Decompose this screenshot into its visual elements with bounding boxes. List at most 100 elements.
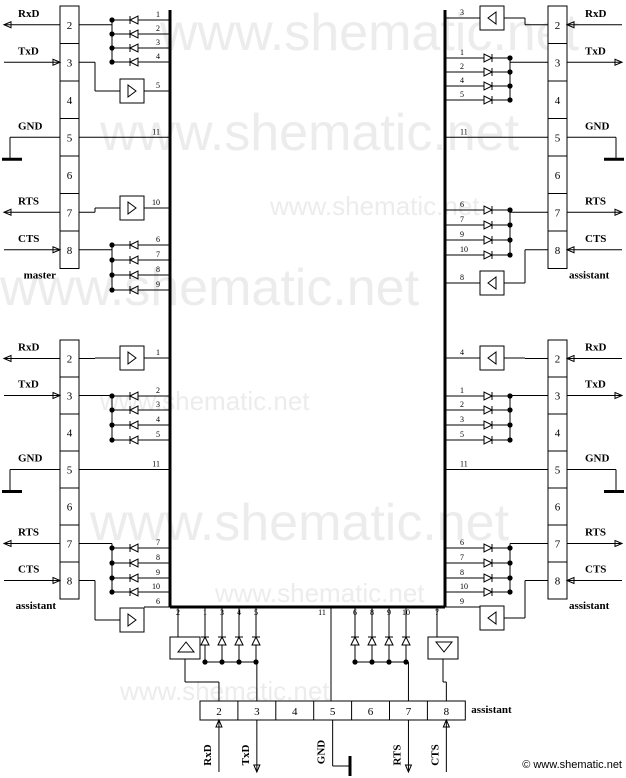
bus-number: 4 (460, 348, 464, 357)
watermark-text: www.shematic.net (159, 4, 580, 62)
connector-pin-number: 5 (555, 465, 561, 477)
diode-icon (128, 240, 139, 250)
diode-icon (128, 43, 139, 53)
diode-icon (350, 635, 360, 646)
connector-pin-number: 4 (555, 428, 561, 440)
bus-number: 7 (156, 250, 160, 259)
watermark-text: www.shematic.net (269, 191, 480, 221)
bus-number: 3 (220, 608, 224, 617)
signal-label: TxD (240, 745, 252, 766)
driver-box (427, 636, 459, 660)
signal-label: RxD (18, 8, 39, 20)
driver-box (479, 5, 505, 31)
bus-number: 11 (152, 460, 160, 469)
arrow-icon (52, 391, 62, 400)
connector-pin-number: 4 (67, 428, 73, 440)
connector-pin-number: 3 (555, 391, 561, 403)
diode-icon (217, 635, 227, 646)
bus-number: 5 (460, 90, 464, 99)
connector-pin-number: 2 (67, 20, 73, 32)
arrow-icon (614, 391, 624, 400)
bus-number: 11 (460, 460, 468, 469)
arrow-icon (614, 539, 624, 548)
signal-label: RxD (585, 342, 606, 354)
connector-pin-number: 8 (67, 245, 73, 257)
connector-pin-number: 6 (555, 170, 561, 182)
signal-label: RTS (585, 527, 606, 539)
driver-box (479, 605, 505, 631)
arrow-icon (215, 718, 223, 728)
arrow-icon (52, 58, 62, 67)
driver-box (119, 607, 145, 633)
bus-number: 3 (156, 38, 160, 47)
connector-label: assistant (471, 704, 512, 716)
diode-icon (128, 57, 139, 67)
connector-pin-number: 6 (555, 502, 561, 514)
bus-number: 3 (460, 415, 464, 424)
arrow-icon (614, 208, 624, 217)
driver-box (479, 345, 505, 371)
connector-label: master (24, 270, 56, 282)
bus-number: 10 (460, 245, 468, 254)
bus-number: 1 (156, 10, 160, 19)
bus-number: 8 (156, 265, 160, 274)
bus-number: 9 (156, 280, 160, 289)
diode-icon (483, 205, 494, 215)
bus-number: 2 (156, 386, 160, 395)
buffer-icon (127, 613, 137, 627)
connector-pin-number: 6 (67, 170, 73, 182)
arrow-icon (565, 354, 575, 363)
signal-label: RxD (202, 744, 214, 765)
connector-pin-number: 5 (330, 706, 336, 718)
buffer-icon (127, 84, 137, 98)
diode-icon (483, 558, 494, 568)
signal-label: TxD (585, 379, 606, 391)
bus-number: 9 (460, 597, 464, 606)
connector-pin-number: 6 (67, 502, 73, 514)
diode-icon (401, 635, 411, 646)
driver-box (169, 636, 201, 660)
signal-label: CTS (429, 744, 441, 765)
bus-number: 2 (460, 62, 464, 71)
signal-label: RTS (18, 195, 39, 207)
diode-icon (483, 95, 494, 105)
bus-number: 6 (156, 235, 160, 244)
diode-icon (483, 420, 494, 430)
signal-label: GND (585, 120, 610, 132)
arrow-icon (565, 576, 575, 585)
connector-pin-number: 7 (406, 706, 412, 718)
diode-icon (128, 558, 139, 568)
buffer-icon (487, 11, 497, 25)
diode-icon (483, 391, 494, 401)
connector-pin-number: 2 (555, 354, 561, 366)
signal-label: TxD (585, 45, 606, 57)
diode-icon (483, 81, 494, 91)
signal-label: GND (585, 453, 610, 465)
diode-icon (128, 420, 139, 430)
watermark-text: www.shematic.net (89, 494, 510, 552)
signal-label: CTS (18, 564, 39, 576)
bus-number: 3 (460, 8, 464, 17)
bus-number: 5 (156, 81, 160, 90)
buffer-icon (127, 351, 137, 365)
bus-number: 10 (402, 608, 410, 617)
connector-pin-number: 7 (67, 539, 73, 551)
bus-number: 5 (460, 430, 464, 439)
signal-label: RxD (18, 342, 39, 354)
connector-pin-number: 3 (254, 706, 260, 718)
signal-label: RTS (18, 527, 39, 539)
bus-number: 4 (460, 76, 464, 85)
diode-icon (483, 235, 494, 245)
connector-pin-number: 5 (555, 132, 561, 144)
connector-pin-number: 7 (555, 207, 561, 219)
bus-number: 11 (152, 127, 160, 136)
connector-pin-number: 5 (67, 465, 73, 477)
arrow-icon (442, 718, 451, 728)
signal-label: CTS (585, 233, 606, 245)
connector-pin-number: 4 (555, 95, 561, 107)
buffer-icon (487, 351, 497, 365)
diode-icon (128, 587, 139, 597)
diode-icon (128, 15, 139, 25)
